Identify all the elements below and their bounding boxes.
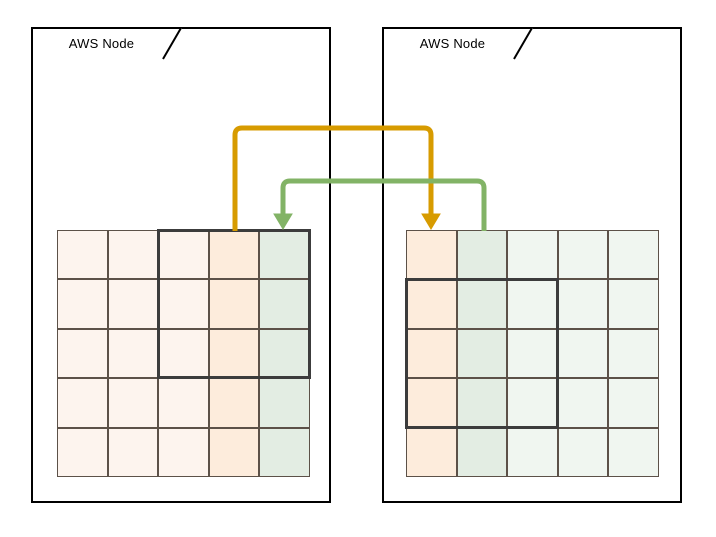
grid-cell[interactable]: [557, 427, 609, 477]
grid-cell[interactable]: [208, 279, 260, 329]
grid-cell[interactable]: [158, 279, 209, 329]
grid-cell[interactable]: [507, 328, 558, 379]
grid-cell[interactable]: [208, 427, 260, 477]
aws-node-tab-outline: [382, 27, 533, 60]
grid-cell[interactable]: [208, 328, 260, 379]
grid-cell[interactable]: [107, 328, 159, 379]
aws-node-label-left: AWS Node: [68, 35, 135, 51]
grid-cell[interactable]: [259, 328, 310, 379]
grid-cell[interactable]: [608, 427, 659, 477]
grid-cell[interactable]: [557, 230, 609, 280]
grid-cell[interactable]: [259, 279, 310, 329]
grid-cell[interactable]: [608, 279, 659, 329]
grid-cell[interactable]: [608, 328, 659, 379]
grid-cell[interactable]: [107, 378, 159, 428]
grid-cell[interactable]: [557, 378, 609, 428]
grid-cell[interactable]: [456, 378, 508, 428]
grid-cell[interactable]: [107, 279, 159, 329]
grid-cell[interactable]: [406, 230, 457, 280]
grid-cell[interactable]: [456, 279, 508, 329]
grid-cell[interactable]: [259, 230, 310, 280]
grid-cell[interactable]: [57, 328, 108, 379]
aws-node-label-right: AWS Node: [419, 35, 486, 51]
grid-cell[interactable]: [158, 378, 209, 428]
shard-grid-right: [405, 230, 659, 477]
grid-cell[interactable]: [456, 230, 508, 280]
grid-cell[interactable]: [456, 427, 508, 477]
grid-cell[interactable]: [507, 378, 558, 428]
grid-cell[interactable]: [259, 427, 310, 477]
grid-cell[interactable]: [158, 230, 209, 280]
grid-cell[interactable]: [557, 279, 609, 329]
grid-cell[interactable]: [57, 378, 108, 428]
shard-grid-left: [57, 229, 311, 477]
grid-cell[interactable]: [507, 230, 558, 280]
grid-cell[interactable]: [107, 230, 159, 280]
grid-cell[interactable]: [608, 378, 659, 428]
grid-cell[interactable]: [259, 378, 310, 428]
grid-cell[interactable]: [507, 279, 558, 329]
grid-cell[interactable]: [158, 328, 209, 379]
aws-node-label-tab-left: AWS Node: [31, 27, 182, 60]
grid-cell[interactable]: [107, 427, 159, 477]
grid-cell[interactable]: [406, 279, 457, 329]
grid-cell[interactable]: [57, 279, 108, 329]
grid-cell[interactable]: [507, 427, 558, 477]
aws-node-label-tab-right: AWS Node: [382, 27, 533, 60]
grid-cell[interactable]: [158, 427, 209, 477]
grid-cell[interactable]: [208, 378, 260, 428]
grid-cell[interactable]: [406, 328, 457, 379]
grid-cell[interactable]: [406, 378, 457, 428]
aws-node-tab-outline: [31, 27, 182, 60]
grid-cell[interactable]: [406, 427, 457, 477]
grid-cell[interactable]: [456, 328, 508, 379]
grid-cell[interactable]: [557, 328, 609, 379]
grid-cell[interactable]: [608, 230, 659, 280]
grid-cell[interactable]: [57, 427, 108, 477]
grid-cell[interactable]: [57, 230, 108, 280]
grid-cell[interactable]: [208, 230, 260, 280]
